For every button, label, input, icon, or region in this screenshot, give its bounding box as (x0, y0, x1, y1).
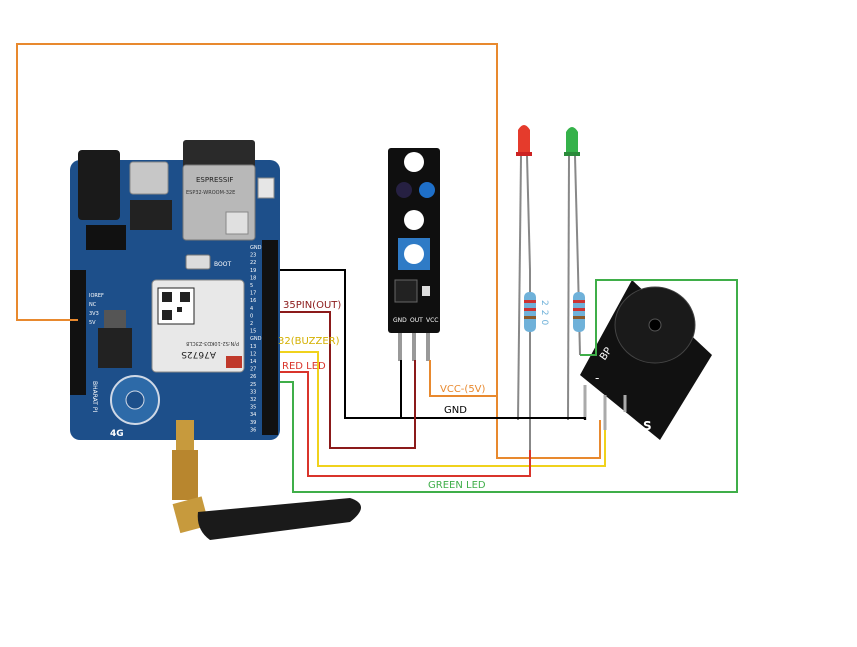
svg-text:IOREF: IOREF (89, 293, 104, 299)
header-pin-label: 22 (250, 260, 256, 266)
header-pin-label: 39 (250, 420, 256, 426)
header-pin-label: 17 (250, 291, 256, 297)
header-pin-label: 14 (250, 359, 256, 365)
header-pin-label: 2 (250, 321, 253, 327)
header-pin-label: 26 (250, 374, 256, 380)
label-gnd: GND (444, 405, 467, 416)
esp32-board: ESPRESSIF ESP32-WROOM-32E BOOT P/N:S2-10… (70, 140, 280, 440)
wire-5v-orange (16, 43, 601, 459)
header-pin-label: GND (250, 245, 262, 251)
svg-text:3V3: 3V3 (89, 311, 99, 317)
right-header (262, 240, 278, 435)
dc-jack-icon (78, 150, 120, 220)
header-pin-label: 15 (250, 329, 256, 335)
wire-green-led (280, 279, 738, 493)
resistor-value-label: 220 (539, 300, 549, 329)
sensor-pin-gnd: GND (393, 317, 407, 324)
label-pin35-out: 35PIN(OUT) (283, 300, 341, 311)
header-pin-label: 25 (250, 382, 256, 388)
wire-gnd-black (280, 269, 586, 420)
ir-sensor-module: GND OUT VCC (388, 148, 440, 361)
modem-model-label: A7672S (181, 349, 216, 359)
board-name-label: BHARAT PI (91, 381, 98, 412)
usb-c-icon (129, 161, 169, 195)
red-led-resistor (524, 270, 536, 450)
header-pin-label: 27 (250, 367, 256, 373)
left-header (70, 270, 86, 395)
wire-35pin-darkred (280, 311, 416, 449)
header-pin-label: 18 (250, 275, 256, 281)
header-pins: GND232219185171640215GND1312142726253332… (250, 245, 262, 433)
sensor-pin-out: OUT (410, 317, 423, 324)
board-gen-label: 4G (110, 429, 124, 439)
boot-button[interactable] (185, 254, 211, 270)
wifi-model-label: ESP32-WROOM-32E (186, 190, 235, 196)
green-led-resistor (573, 269, 585, 356)
header-pin-label: 36 (250, 427, 256, 433)
header-pin-label: 4 (250, 306, 253, 312)
red-led (516, 125, 532, 421)
header-pin-label: 34 (250, 412, 256, 418)
power-pin-labels: IOREF NC 3V3 5V (89, 293, 104, 326)
label-vcc-5v: VCC-(5V) (440, 384, 486, 395)
header-pin-label: GND (250, 336, 262, 342)
ir-receiver-icon (419, 182, 435, 198)
buzzer-module: BP - S (580, 280, 712, 440)
ir-emitter-icon (396, 182, 412, 198)
header-pin-label: 19 (250, 268, 256, 274)
sensor-pin-vcc: VCC (426, 317, 438, 324)
green-led (564, 127, 580, 421)
gsm-antenna (172, 420, 361, 540)
header-pin-label: 35 (250, 405, 256, 411)
header-pin-label: 5 (250, 283, 253, 289)
wifi-brand-label: ESPRESSIF (196, 176, 233, 184)
header-pin-label: 16 (250, 298, 256, 304)
modem-line-label: P/N:S2-10KD3-Z3CL8 (186, 340, 239, 346)
header-pin-label: 33 (250, 389, 256, 395)
boot-label: BOOT (214, 261, 231, 268)
buzzer-pin-s: S (643, 419, 652, 433)
label-buzzer-pin: 32(BUZZER) (278, 336, 340, 347)
svg-text:5V: 5V (89, 320, 96, 326)
header-pin-label: 13 (250, 344, 256, 350)
label-green-led: GREEN LED (428, 480, 486, 491)
header-pin-label: 32 (250, 397, 256, 403)
header-pin-label: 0 (250, 313, 253, 319)
svg-text:NC: NC (89, 302, 97, 308)
wire-buzzer-yellow (280, 351, 606, 467)
header-pin-label: 23 (250, 253, 256, 259)
header-pin-label: 12 (250, 351, 256, 357)
label-red-led: RED LED (282, 361, 326, 372)
wire-red-led (280, 371, 531, 477)
buzzer-pin-minus: - (595, 371, 599, 385)
